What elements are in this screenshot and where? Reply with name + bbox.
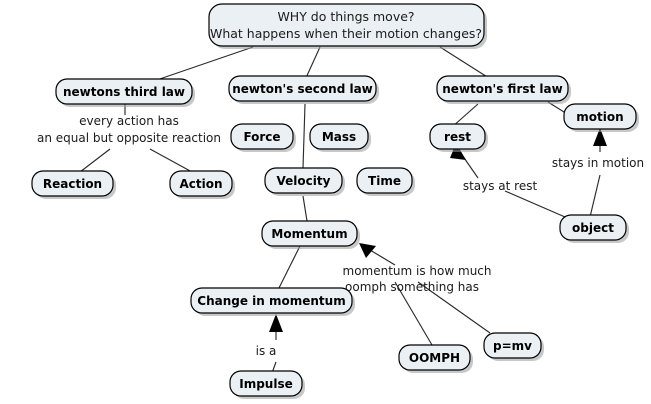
- node-label: Momentum: [271, 227, 347, 241]
- node-label: Force: [243, 130, 280, 144]
- node-rest[interactable]: rest: [429, 123, 488, 152]
- node-label: object: [572, 221, 614, 235]
- node-box: [398, 344, 471, 371]
- edge-first-law-to-rest: [451, 103, 479, 128]
- edge-root-to-third-law: [147, 46, 254, 84]
- edge-velocity-to-momentum: [302, 195, 308, 222]
- node-box: [230, 123, 294, 150]
- edge-label-to-reaction: [79, 148, 111, 173]
- edge-label-to-action: [149, 148, 193, 173]
- node-label: Action: [179, 177, 222, 191]
- node-newtons-first-law[interactable]: newton's first law: [436, 75, 571, 104]
- edge-momentum-label-to-pmv: [417, 281, 491, 334]
- node-label: newtons third law: [63, 85, 185, 99]
- edge-momentum-to-change: [277, 245, 301, 291]
- node-label: Reaction: [43, 177, 102, 191]
- node-motion[interactable]: motion: [563, 103, 639, 132]
- node-label: Change in momentum: [197, 294, 345, 308]
- edge-label-momentum-definition: momentum is how much oomph something has: [343, 264, 492, 294]
- edge-label-to-momentum: [369, 249, 396, 266]
- node-mass[interactable]: Mass: [309, 123, 371, 152]
- node-label: Impulse: [239, 377, 293, 391]
- node-box: [436, 75, 569, 102]
- node-box: [208, 3, 485, 47]
- edge-label-line-1: momentum is how much: [343, 264, 492, 278]
- node-box: [229, 370, 303, 397]
- node-box: [563, 103, 637, 130]
- node-impulse[interactable]: Impulse: [229, 370, 305, 399]
- node-box: [264, 167, 343, 194]
- node-label: Mass: [322, 130, 356, 144]
- edge-label-line-1: every action has: [79, 114, 179, 128]
- node-label: p=mv: [493, 339, 532, 353]
- node-box: [483, 332, 542, 359]
- edge-label-stays-at-rest: stays at rest: [463, 179, 538, 193]
- edge-root-to-first-law: [439, 46, 493, 81]
- edge-label-line-1: stays at rest: [463, 179, 538, 193]
- node-box: [429, 123, 486, 150]
- edge-label-line-1: stays in motion: [552, 156, 644, 170]
- root-question-line-1: WHY do things move?: [277, 9, 414, 24]
- node-box: [261, 220, 358, 247]
- node-label: motion: [576, 110, 623, 124]
- node-box: [55, 78, 193, 105]
- node-label: Velocity: [277, 174, 331, 188]
- edge-label-line-1: is a: [256, 344, 277, 358]
- node-box: [309, 123, 369, 150]
- node-box: [559, 214, 627, 241]
- node-box: [190, 287, 353, 314]
- edge-label-is-a: is a: [256, 344, 277, 358]
- node-momentum[interactable]: Momentum: [261, 220, 360, 249]
- edge-root-to-second-law: [304, 46, 321, 81]
- root-question-line-2: What happens when their motion changes?: [210, 26, 482, 41]
- node-root-question[interactable]: WHY do things move? What happens when th…: [208, 3, 487, 49]
- edge-label-line-2: oomph something has: [345, 280, 479, 294]
- node-label: newton's first law: [442, 82, 562, 96]
- node-box: [31, 170, 114, 197]
- node-time[interactable]: Time: [356, 167, 415, 196]
- node-p-equals-mv[interactable]: p=mv: [483, 332, 544, 361]
- node-label: OOMPH: [409, 351, 460, 365]
- node-box: [169, 170, 233, 197]
- edge-object-to-stays-in-motion: [589, 174, 601, 218]
- node-label: newton's second law: [232, 82, 373, 96]
- arrow-head-motion: [593, 128, 607, 146]
- edge-group: [79, 46, 607, 374]
- node-reaction[interactable]: Reaction: [31, 170, 116, 199]
- node-newtons-second-law[interactable]: newton's second law: [228, 75, 379, 104]
- node-label: Time: [368, 174, 401, 188]
- node-velocity[interactable]: Velocity: [264, 167, 345, 196]
- node-action[interactable]: Action: [169, 170, 235, 199]
- node-force[interactable]: Force: [230, 123, 296, 152]
- edge-object-to-stays-at-rest: [504, 190, 566, 218]
- node-label: rest: [444, 130, 471, 144]
- edge-label-line-2: an equal but opposite reaction: [37, 131, 221, 145]
- edge-momentum-label-to-oomph: [394, 281, 433, 346]
- arrow-head-momentum: [359, 243, 376, 258]
- arrow-head-change-in-momentum: [269, 314, 283, 332]
- edge-label-stays-in-motion: stays in motion: [552, 156, 644, 170]
- edge-second-law-to-velocity: [302, 103, 306, 169]
- node-box: [356, 167, 413, 194]
- node-oomph[interactable]: OOMPH: [398, 344, 473, 373]
- node-object[interactable]: object: [559, 214, 629, 243]
- node-newtons-third-law[interactable]: newtons third law: [55, 78, 195, 107]
- edge-label-third-law: every action has an equal but opposite r…: [37, 114, 221, 145]
- node-box: [228, 75, 377, 102]
- node-change-in-momentum[interactable]: Change in momentum: [190, 287, 355, 316]
